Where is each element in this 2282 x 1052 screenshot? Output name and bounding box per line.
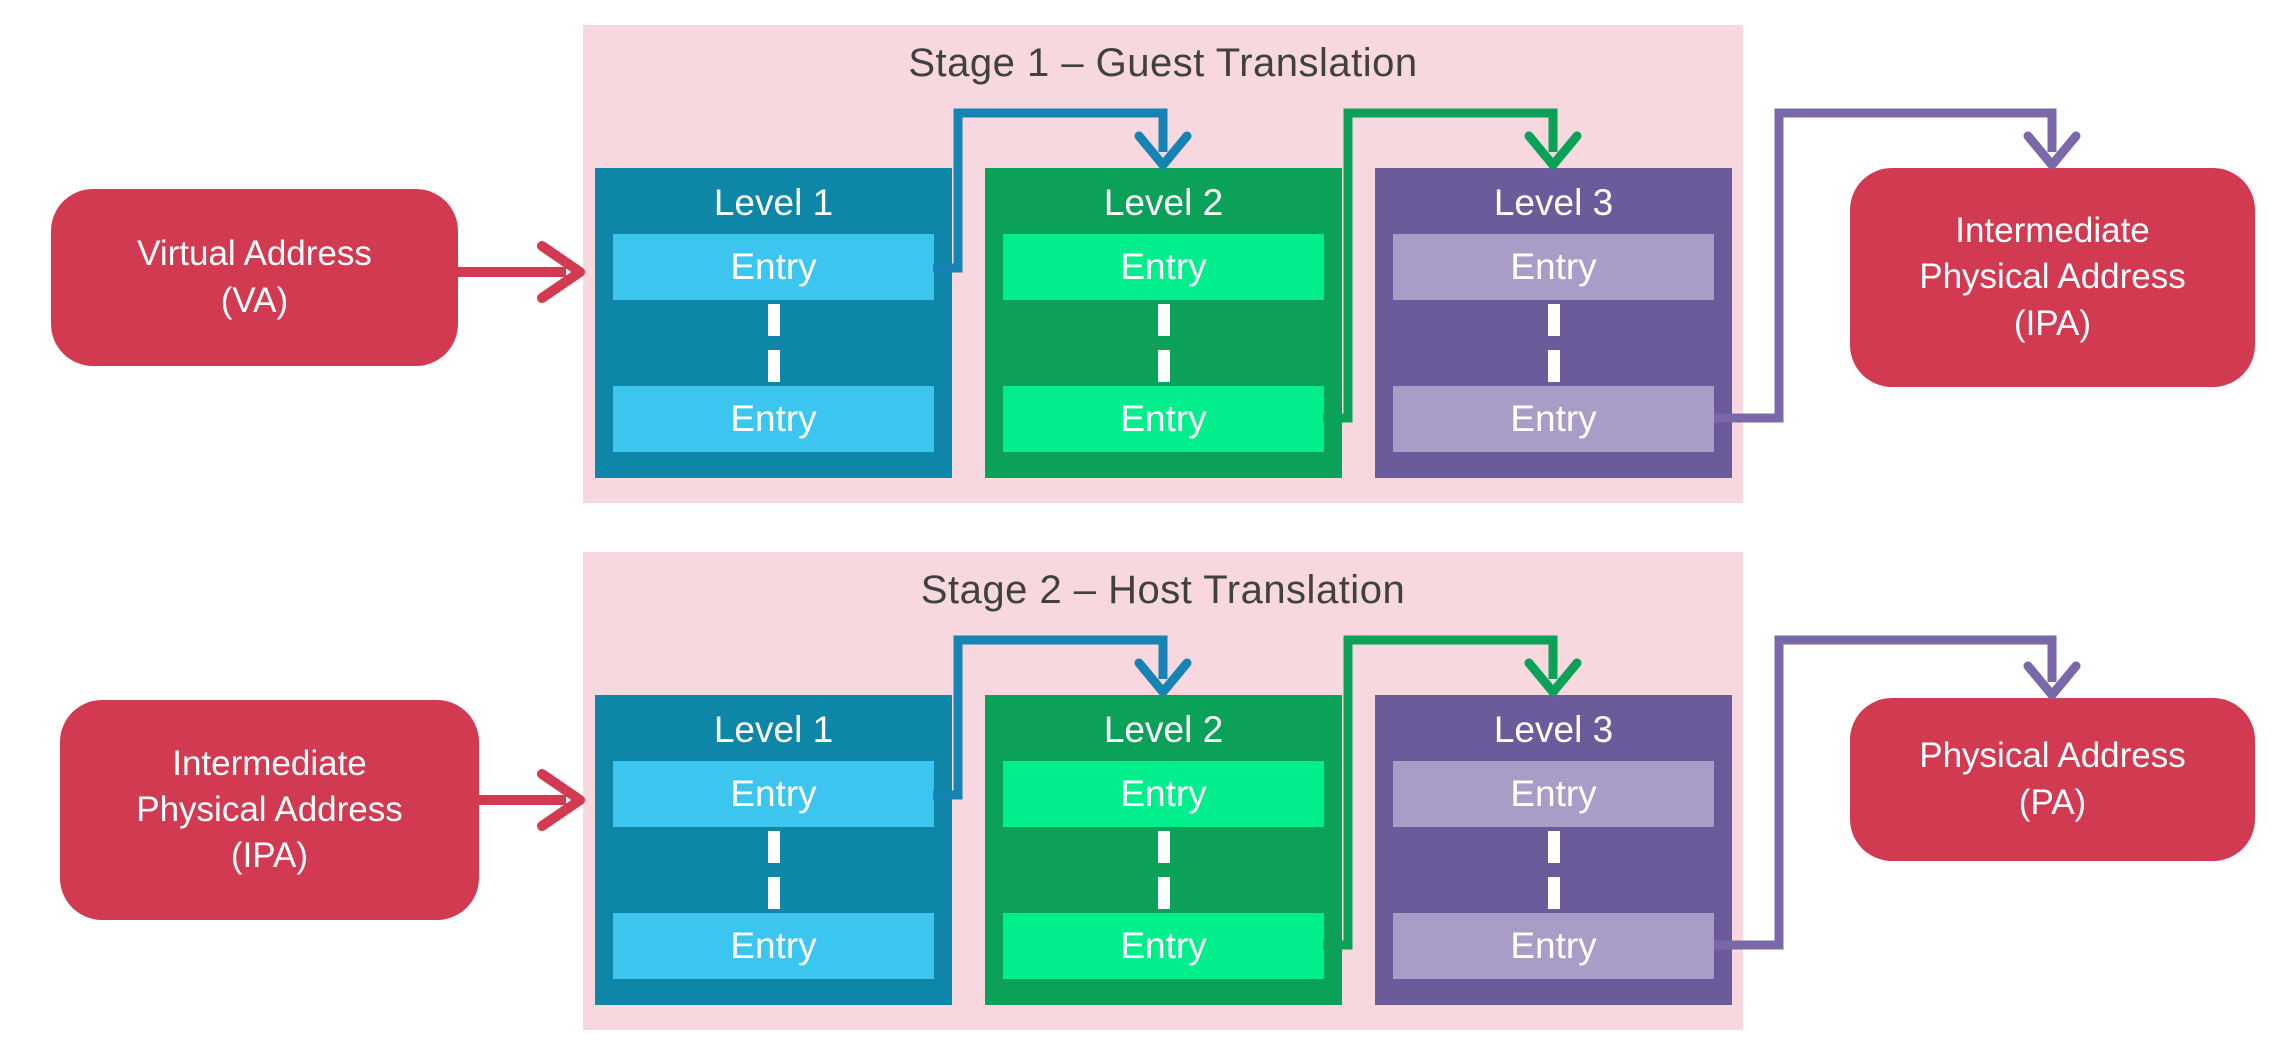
- stage1-level1-entry-bottom: Entry: [613, 386, 934, 452]
- dash: [1157, 304, 1170, 336]
- stage2-l3-to-pa-arrowhead: [2023, 661, 2081, 700]
- stage1-panel: Stage 1 – Guest Translation Level 1 Entr…: [583, 25, 1743, 503]
- stage1-level2-entry-top: Entry: [1003, 234, 1324, 300]
- ellipsis-dashes: [1157, 300, 1170, 386]
- stage2-panel: Stage 2 – Host Translation Level 1 Entry…: [583, 552, 1743, 1030]
- dash: [767, 350, 780, 382]
- stage1-level1-table: Level 1 Entry Entry: [595, 168, 952, 478]
- stage1-level2-table: Level 2 Entry Entry: [985, 168, 1342, 478]
- dash: [767, 877, 780, 909]
- dash: [1157, 350, 1170, 382]
- stage2-level1-entry-bottom: Entry: [613, 913, 934, 979]
- stage1-l3-to-ipa-arrowhead: [2023, 131, 2081, 170]
- stage1-level1-entry-top: Entry: [613, 234, 934, 300]
- stage1-level3-table: Level 3 Entry Entry: [1375, 168, 1732, 478]
- stage2-level1-table: Level 1 Entry Entry: [595, 695, 952, 1005]
- dash: [1547, 350, 1560, 382]
- stage2-title: Stage 2 – Host Translation: [920, 568, 1406, 612]
- dash: [767, 831, 780, 863]
- dash: [1157, 877, 1170, 909]
- stage2-level2-entry-top: Entry: [1003, 761, 1324, 827]
- stage1-level1-label: Level 1: [713, 182, 834, 223]
- stage2-level3-entry-bottom: Entry: [1393, 913, 1714, 979]
- stage1-input-arrowhead: [537, 241, 585, 303]
- stage1-level3-entry-bottom: Entry: [1393, 386, 1714, 452]
- stage1-level2-entry-bottom: Entry: [1003, 386, 1324, 452]
- dash: [1547, 877, 1560, 909]
- intermediate-physical-address-input-box: Intermediate Physical Address (IPA): [60, 700, 479, 920]
- stage2-level2-entry-bottom: Entry: [1003, 913, 1324, 979]
- physical-address-box: Physical Address (PA): [1850, 698, 2255, 861]
- virtual-address-box: Virtual Address (VA): [51, 189, 458, 366]
- ellipsis-dashes: [1157, 827, 1170, 913]
- stage1-level3-label: Level 3: [1493, 182, 1614, 223]
- stage2-level3-label: Level 3: [1493, 709, 1614, 750]
- stage1-level2-label: Level 2: [1103, 182, 1224, 223]
- stage2-level1-label: Level 1: [713, 709, 834, 750]
- stage2-level1-entry-top: Entry: [613, 761, 934, 827]
- stage2-level2-label: Level 2: [1103, 709, 1224, 750]
- intermediate-physical-address-output-box: Intermediate Physical Address (IPA): [1850, 168, 2255, 387]
- stage2-level2-table: Level 2 Entry Entry: [985, 695, 1342, 1005]
- dash: [1157, 831, 1170, 863]
- ellipsis-dashes: [1547, 300, 1560, 386]
- dash: [767, 304, 780, 336]
- dash: [1547, 304, 1560, 336]
- stage2-level3-entry-top: Entry: [1393, 761, 1714, 827]
- ellipsis-dashes: [767, 827, 780, 913]
- ellipsis-dashes: [767, 300, 780, 386]
- ellipsis-dashes: [1547, 827, 1560, 913]
- stage1-title: Stage 1 – Guest Translation: [908, 41, 1418, 85]
- stage2-input-arrowhead: [537, 769, 585, 831]
- dash: [1547, 831, 1560, 863]
- stage2-level3-table: Level 3 Entry Entry: [1375, 695, 1732, 1005]
- stage1-level3-entry-top: Entry: [1393, 234, 1714, 300]
